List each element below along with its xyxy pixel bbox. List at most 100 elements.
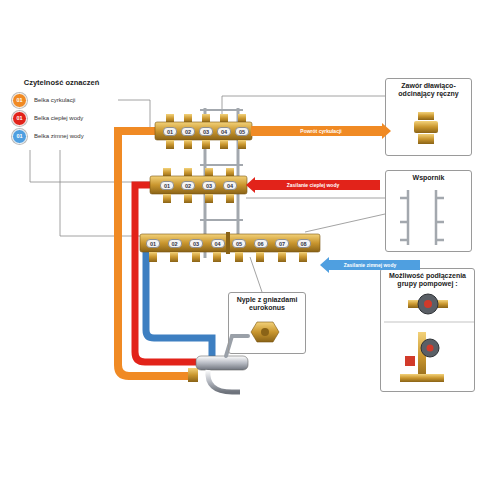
manifold-bar xyxy=(155,122,252,140)
node-heading: Nyple z gniazdami eurokonus xyxy=(229,293,305,312)
outlet-number: 04 xyxy=(223,181,237,190)
legend-item: Belka zimnej wody xyxy=(12,129,84,144)
legend-text: Belka cyrkulacji xyxy=(34,97,75,104)
valve-cap xyxy=(166,114,174,123)
outlet-nipple xyxy=(299,252,307,262)
legend-item: Belka ciepłej wody xyxy=(12,111,83,126)
leader-line xyxy=(222,96,385,120)
valve-thread xyxy=(418,134,434,144)
valve-cap xyxy=(205,168,213,177)
node-heading: Zawór dławiąco-odcinający ręczny xyxy=(386,79,471,98)
bracket-part xyxy=(400,190,408,245)
node-heading: Zasilanie ciepłej wody xyxy=(279,182,348,188)
part-callout-box: Nyple z gniazdami eurokonus xyxy=(228,292,306,354)
outlet-nipple xyxy=(184,194,192,203)
valve-cap xyxy=(184,114,192,123)
part-callout-box: Zawór dławiąco-odcinający ręczny xyxy=(385,78,472,156)
outlet-number: 03 xyxy=(189,239,203,248)
outlet-number: 05 xyxy=(235,127,249,136)
outlet-number: 01 xyxy=(146,239,160,248)
outlet-number: 02 xyxy=(181,127,195,136)
valve-cap xyxy=(184,168,192,177)
outlet-nipple xyxy=(256,252,264,262)
valve-cap xyxy=(238,114,246,123)
outlet-nipple xyxy=(220,140,228,149)
manifold-joint xyxy=(226,232,230,254)
valve-picture xyxy=(414,112,438,144)
pump-cap xyxy=(424,300,432,308)
flow-arrow-band: Zasilanie ciepłej wody xyxy=(246,178,380,192)
leader-line xyxy=(60,150,140,236)
outlet-number: 01 xyxy=(163,127,177,136)
valve-cap xyxy=(202,114,210,123)
cold-water-manifold xyxy=(140,232,320,262)
valve-cap xyxy=(163,168,171,177)
outlet-nipple xyxy=(238,140,246,149)
leader-line xyxy=(250,257,262,292)
valve-head xyxy=(418,112,434,120)
outlet-nipple xyxy=(278,252,286,262)
valve-cap xyxy=(226,168,234,177)
valve-cap xyxy=(220,114,228,123)
manifold-bar xyxy=(150,176,247,194)
outlet-number: 02 xyxy=(181,181,195,190)
outlet-nipple xyxy=(226,194,234,203)
pump-motor xyxy=(421,339,439,357)
legend-number: 01 xyxy=(13,94,26,107)
valve-handle xyxy=(405,356,415,366)
hex-nipple xyxy=(251,322,279,342)
faucet-spout xyxy=(208,370,240,392)
outlet-nipple xyxy=(170,252,178,262)
arrow-outline xyxy=(320,257,420,273)
outlet-nipple xyxy=(163,194,171,203)
legend-text: Belka zimnej wody xyxy=(34,133,84,140)
outlet-nipple xyxy=(149,252,157,262)
leader-line xyxy=(246,198,385,199)
outlet-number: 03 xyxy=(199,127,213,136)
legend-text: Belka ciepłej wody xyxy=(34,115,83,122)
flow-arrow-band: Powrót cyrkulacji xyxy=(251,124,391,138)
option-callout-box: Możliwość podłączenia grupy pompowej : xyxy=(380,268,475,392)
cold-water-pipe xyxy=(146,252,212,356)
outlet-number: 02 xyxy=(168,239,182,248)
divider xyxy=(384,322,474,323)
outlet-number: 01 xyxy=(160,181,174,190)
node-heading: Możliwość podłączenia grupy pompowej : xyxy=(381,269,474,288)
arrow-outline xyxy=(251,123,391,139)
legend-number: 01 xyxy=(13,112,26,125)
pump-pipe xyxy=(400,374,444,382)
node-heading: Czytelność oznaczeń xyxy=(5,75,118,87)
leader-line xyxy=(30,150,150,182)
nipple-picture xyxy=(251,322,279,342)
outlet-number: 05 xyxy=(232,239,246,248)
faucet xyxy=(188,336,248,392)
pipe-fitting xyxy=(188,368,198,382)
outlet-number: 08 xyxy=(297,239,311,248)
arrow-outline xyxy=(246,177,380,193)
pump-cap xyxy=(427,345,434,352)
valve-body xyxy=(414,121,438,133)
outlet-number: 06 xyxy=(254,239,268,248)
nipple-bore xyxy=(261,328,269,336)
flow-arrow-band: Zasilanie zimnej wody xyxy=(320,258,420,272)
faucet-body xyxy=(196,356,248,370)
outlet-nipple xyxy=(166,140,174,149)
circulation-manifold xyxy=(155,114,252,149)
leader-line xyxy=(305,214,385,232)
bracket-part xyxy=(436,190,444,245)
outlet-nipple xyxy=(235,252,243,262)
legend-number: 01 xyxy=(13,130,26,143)
hot-water-manifold xyxy=(150,168,247,203)
outlet-number: 07 xyxy=(275,239,289,248)
bracket-picture xyxy=(400,190,444,245)
outlet-nipple xyxy=(202,140,210,149)
leader-line xyxy=(118,100,150,128)
node-heading: Zasilanie zimnej wody xyxy=(336,262,405,268)
outlet-number: 04 xyxy=(211,239,225,248)
outlet-number: 03 xyxy=(202,181,216,190)
outlet-nipple xyxy=(205,194,213,203)
pump-group-picture xyxy=(384,294,474,382)
node-heading: Wspornik xyxy=(386,171,471,182)
outlet-nipple xyxy=(213,252,221,262)
